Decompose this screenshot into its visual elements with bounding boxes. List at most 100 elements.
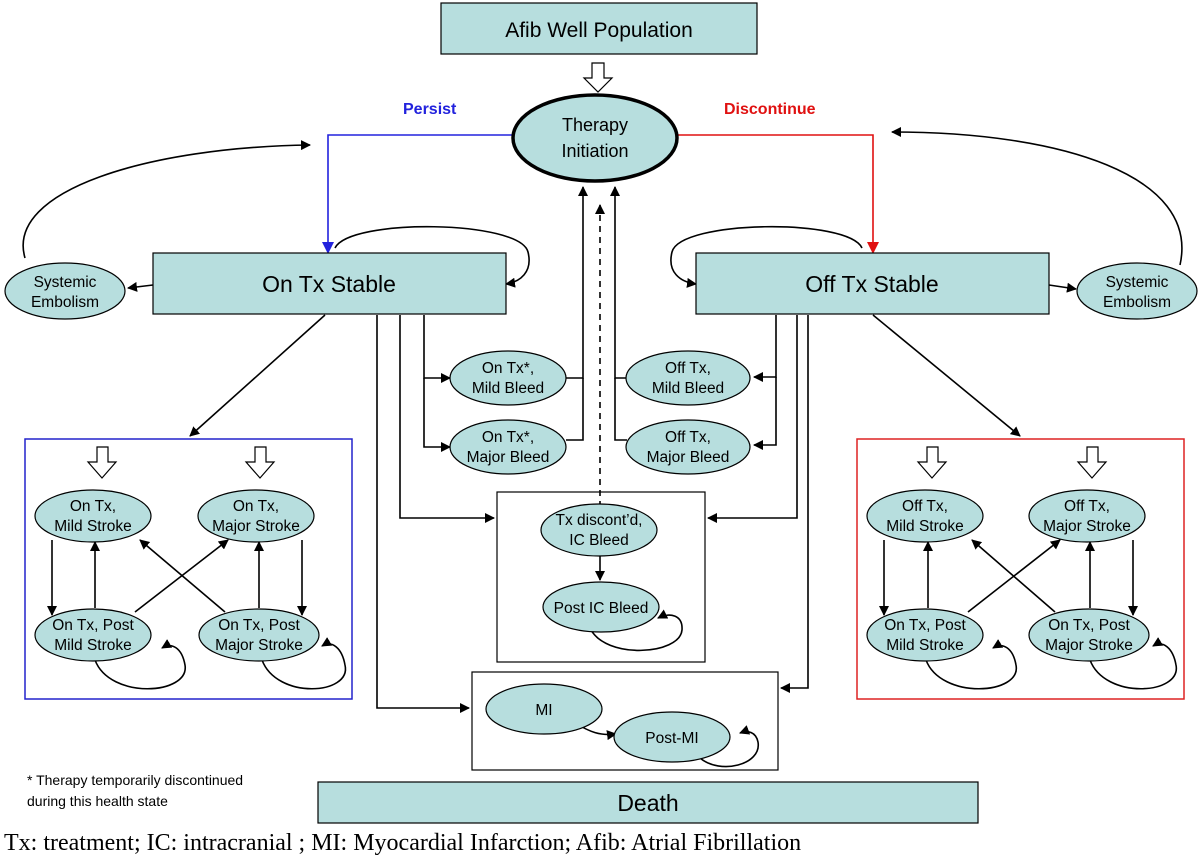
post-mi-self-loop xyxy=(699,725,759,768)
on-to-ic-bleed xyxy=(399,315,495,523)
on-major-bleed-line1: On Tx*, xyxy=(482,429,534,446)
on-to-embolism xyxy=(127,281,154,292)
off-tx-mild-bleed-node: Off Tx, Mild Bleed xyxy=(625,350,751,406)
post-ic-self-loop xyxy=(589,609,683,652)
on-mild-bleed-line2: Mild Bleed xyxy=(472,380,544,397)
embolism-right-line2: Embolism xyxy=(1103,294,1171,311)
off-tx-major-bleed-node: Off Tx, Major Bleed xyxy=(625,419,751,475)
therapy-initiation-node: Therapy Initiation xyxy=(511,93,679,183)
off-tx-stroke-group xyxy=(856,438,1185,700)
off-to-stroke-group xyxy=(872,314,1021,437)
off-tx-post-major-stroke-node: On Tx, Post Major Stroke xyxy=(1028,608,1150,662)
off-major-stroke-line2: Major Stroke xyxy=(1043,518,1131,535)
post-ic-bleed-label: Post IC Bleed xyxy=(554,600,649,617)
embolism-right-line1: Systemic xyxy=(1106,274,1169,291)
on-post-mild-line1: On Tx, Post xyxy=(52,617,134,634)
tx-discontinued-ic-bleed-node: Tx discont’d, IC Bleed xyxy=(540,503,658,557)
mi-node: MI xyxy=(485,683,603,735)
afib-well-label: Afib Well Population xyxy=(505,19,693,42)
embolism-left-line2: Embolism xyxy=(31,294,99,311)
on-tx-post-major-stroke-node: On Tx, Post Major Stroke xyxy=(198,608,320,662)
ic-bleed-line1: Tx discont’d, xyxy=(555,512,642,529)
death-label: Death xyxy=(617,790,678,816)
on-to-mi xyxy=(376,315,470,713)
abbreviation-legend: Tx: treatment; IC: intracranial ; MI: My… xyxy=(4,830,801,856)
on-tx-mild-stroke-node: On Tx, Mild Stroke xyxy=(34,489,152,543)
off-to-major-bleed xyxy=(753,377,777,450)
persist-label: Persist xyxy=(403,101,457,118)
off-post-mild-line1: On Tx, Post xyxy=(884,617,966,634)
off-to-embolism xyxy=(1048,282,1077,293)
off-post-mild-self-loop xyxy=(925,639,1017,690)
on-tx-major-bleed-node: On Tx*, Major Bleed xyxy=(449,419,567,475)
on-major-to-initiation xyxy=(566,378,584,441)
off-post-major-to-mild xyxy=(971,539,1056,613)
mi-group xyxy=(471,671,779,771)
off-group-in-arrow-2 xyxy=(1076,446,1108,479)
on-group-in-arrow-1 xyxy=(86,446,118,479)
off-mild-stroke-line2: Mild Stroke xyxy=(886,518,964,535)
post-mi-label: Post-MI xyxy=(645,730,698,747)
on-tx-major-stroke-node: On Tx, Major Stroke xyxy=(197,489,315,543)
off-tx-stable-node: Off Tx Stable xyxy=(695,252,1050,315)
left-embolism-return xyxy=(22,140,311,259)
off-to-mi xyxy=(780,315,809,693)
footnote-line2: during this health state xyxy=(27,793,168,809)
off-post-major-line2: Major Stroke xyxy=(1045,637,1133,654)
off-mild-stroke-line1: Off Tx, xyxy=(902,498,948,515)
off-tx-stable-label: Off Tx Stable xyxy=(805,271,938,297)
on-tx-stable-node: On Tx Stable xyxy=(152,252,507,315)
off-post-mild-line2: Mild Stroke xyxy=(886,637,964,654)
on-tx-post-mild-stroke-node: On Tx, Post Mild Stroke xyxy=(34,608,152,662)
off-mild-bleed-line2: Mild Bleed xyxy=(652,380,724,397)
on-mild-stroke-line1: On Tx, xyxy=(70,498,116,515)
on-post-major-to-mild xyxy=(139,539,226,613)
on-major-stroke-line2: Major Stroke xyxy=(212,518,300,535)
off-major-bleed-line2: Major Bleed xyxy=(647,449,730,466)
on-mild-stroke-line2: Mild Stroke xyxy=(54,518,132,535)
off-major-bleed-line1: Off Tx, xyxy=(665,429,711,446)
on-group-in-arrow-2 xyxy=(244,446,276,479)
on-tx-self-loop xyxy=(334,225,530,288)
off-group-in-arrow-1 xyxy=(916,446,948,479)
on-post-major-line2: Major Stroke xyxy=(215,637,303,654)
on-mild-bleed-line1: On Tx*, xyxy=(482,360,534,377)
on-tx-stroke-group xyxy=(24,438,353,700)
post-mi-node: Post-MI xyxy=(613,711,731,763)
off-post-major-self-loop xyxy=(1089,637,1177,690)
ic-bleed-line2: IC Bleed xyxy=(569,532,628,549)
right-embolism-return xyxy=(891,127,1183,266)
on-post-mild-line2: Mild Stroke xyxy=(54,637,132,654)
mi-label: MI xyxy=(535,702,552,719)
persist-connector xyxy=(322,134,512,254)
off-post-major-line1: On Tx, Post xyxy=(1048,617,1130,634)
off-tx-self-loop xyxy=(670,225,863,288)
off-to-ic-bleed xyxy=(707,315,798,523)
on-to-mild-bleed xyxy=(423,315,451,383)
on-major-bleed-line2: Major Bleed xyxy=(467,449,550,466)
death-node: Death xyxy=(317,781,979,824)
systemic-embolism-left-node: Systemic Embolism xyxy=(4,262,126,320)
on-post-major-line1: On Tx, Post xyxy=(218,617,300,634)
off-mild-bleed-line1: Off Tx, xyxy=(665,360,711,377)
on-post-major-self-loop xyxy=(261,637,347,690)
discontinue-label: Discontinue xyxy=(724,101,816,118)
on-bleeds-to-initiation xyxy=(566,186,588,379)
therapy-initiation-line1: Therapy xyxy=(562,115,628,135)
off-tx-mild-stroke-node: Off Tx, Mild Stroke xyxy=(866,489,984,543)
on-tx-mild-bleed-node: On Tx*, Mild Bleed xyxy=(449,350,567,406)
ic-bleed-group xyxy=(496,491,706,663)
on-tx-stable-label: On Tx Stable xyxy=(262,271,396,297)
off-major-stroke-line1: Off Tx, xyxy=(1064,498,1110,515)
systemic-embolism-right-node: Systemic Embolism xyxy=(1076,262,1198,320)
off-bleeds-to-initiation xyxy=(610,186,627,379)
off-tx-post-mild-stroke-node: On Tx, Post Mild Stroke xyxy=(866,608,984,662)
post-ic-bleed-node: Post IC Bleed xyxy=(542,581,660,633)
on-to-stroke-group xyxy=(189,314,326,437)
therapy-initiation-line2: Initiation xyxy=(561,141,628,161)
afib-to-initiation-arrow xyxy=(582,62,614,93)
off-major-to-initiation xyxy=(614,378,627,441)
embolism-left-line1: Systemic xyxy=(34,274,97,291)
afib-well-population-node: Afib Well Population xyxy=(440,2,758,55)
